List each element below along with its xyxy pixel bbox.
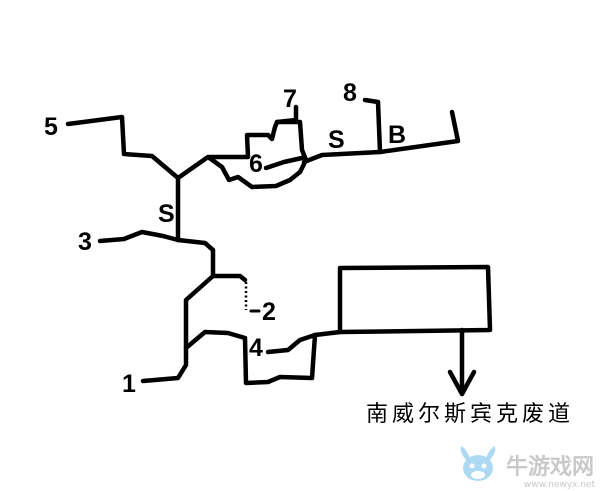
passage-4 <box>265 332 318 355</box>
label-3: 3 <box>78 228 92 256</box>
label-7: 7 <box>283 85 297 113</box>
destination-caption: 南威尔斯宾克废道 <box>366 402 574 427</box>
passage-3 <box>97 229 181 244</box>
mascot-icon <box>460 446 496 481</box>
passage-2 <box>175 237 248 283</box>
label-s-trunk: S <box>158 200 175 228</box>
label-8: 8 <box>343 79 357 107</box>
watermark-url: www.newyx.net <box>524 480 595 490</box>
passage-5 <box>65 114 181 181</box>
label-4: 4 <box>249 334 263 362</box>
passage-chamber-link <box>312 329 343 338</box>
passage-7 <box>274 104 299 125</box>
passage-8 <box>362 97 383 155</box>
label-b: B <box>388 121 406 149</box>
down-arrow-icon <box>447 327 477 397</box>
label-1: 1 <box>122 370 136 398</box>
label-6: 6 <box>249 150 263 178</box>
label-5: 5 <box>44 113 58 141</box>
label-2: 2 <box>262 298 276 326</box>
passage-loop-4 <box>183 329 318 386</box>
passage-inner-6 <box>263 155 305 171</box>
chamber-room <box>337 264 493 335</box>
label-s-east: S <box>328 126 345 154</box>
passage-loop-6 <box>175 119 309 190</box>
watermark-brand: 牛游戏网 <box>506 454 594 480</box>
passage-1 <box>140 273 216 384</box>
